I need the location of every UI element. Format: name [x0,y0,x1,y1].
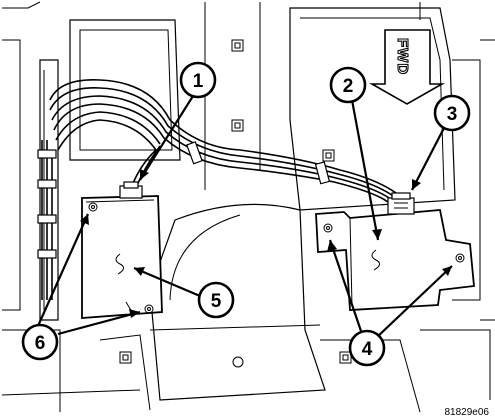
left-module-antenna-wire [115,253,124,275]
callout-6: 6 [21,323,59,361]
forward-direction-arrow: FWD [368,29,446,105]
callout-2: 2 [329,66,367,104]
left-module-upper-mounting-screw [88,202,98,212]
callout-3-number: 3 [447,104,458,125]
figure-code: 81829e06 [444,407,490,418]
right-module-left-mounting-screw [323,223,333,233]
right-module-connector [387,197,415,215]
right-module-right-mounting-screw [455,253,465,263]
fwd-label: FWD [394,38,411,75]
background-panels [1,1,495,413]
callout-6-number: 6 [35,333,46,354]
panel-clips [119,39,352,364]
callout-4-number: 4 [362,339,373,360]
callout-5: 5 [197,281,235,319]
callout-1-number: 1 [193,71,204,92]
callout-3: 3 [433,94,471,132]
left-module-lower-mounting-screw [144,304,154,314]
right-module-antenna-wire [371,249,380,271]
callout-5-number: 5 [211,291,222,312]
callout-1: 1 [179,61,217,99]
callout-4: 4 [348,329,386,367]
right-module [315,192,475,311]
callout-2-number: 2 [343,76,354,97]
left-module [81,181,163,319]
wiring-harness [37,79,401,300]
leader-lines [36,95,453,339]
